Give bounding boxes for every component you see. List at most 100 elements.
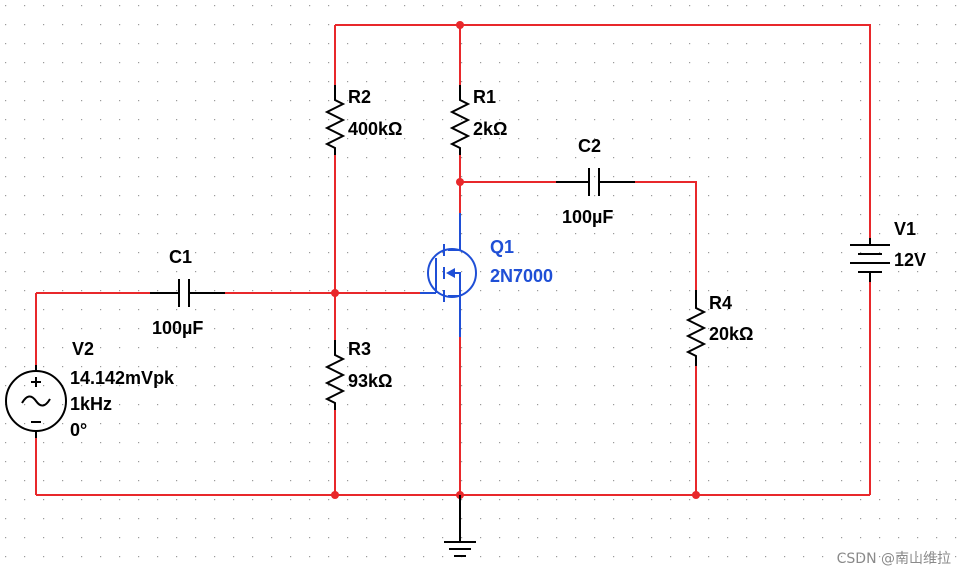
grid-dot — [898, 385, 900, 387]
grid-dot — [157, 24, 159, 26]
grid-dot — [461, 347, 463, 349]
grid-dot — [556, 290, 558, 292]
grid-dot — [727, 423, 729, 425]
grid-dot — [195, 81, 197, 83]
grid-dot — [138, 328, 140, 330]
grid-dot — [936, 195, 938, 197]
grid-dot — [746, 347, 748, 349]
battery-v1[interactable]: V1 12V — [850, 219, 926, 282]
grid-dot — [480, 62, 482, 64]
grid-dot — [499, 537, 501, 539]
grid-dot — [119, 404, 121, 406]
grid-dot — [328, 81, 330, 83]
grid-dot — [328, 138, 330, 140]
grid-dot — [100, 157, 102, 159]
grid-dot — [138, 119, 140, 121]
grid-dot — [936, 366, 938, 368]
grid-dot — [423, 252, 425, 254]
resistor-r3[interactable]: R3 93kΩ — [324, 339, 392, 410]
grid-dot — [708, 214, 710, 216]
grid-dot — [499, 423, 501, 425]
grid-dot — [233, 423, 235, 425]
grid-dot — [575, 176, 577, 178]
grid-dot — [119, 100, 121, 102]
mosfet-q1[interactable]: Q1 2N7000 — [420, 213, 553, 337]
grid-dot — [575, 5, 577, 7]
grid-dot — [670, 309, 672, 311]
grid-dot — [936, 81, 938, 83]
grid-dot — [613, 556, 615, 558]
grid-dot — [670, 290, 672, 292]
resistor-r1[interactable]: R1 2kΩ — [449, 85, 507, 155]
grid-dot — [632, 480, 634, 482]
grid-dot — [784, 43, 786, 45]
grid-dot — [442, 81, 444, 83]
grid-dot — [214, 176, 216, 178]
grid-dot — [480, 138, 482, 140]
ac-source-v2[interactable]: V2 14.142mVpk 1kHz 0° — [5, 339, 175, 440]
grid-dot — [385, 499, 387, 501]
grid-dot — [841, 214, 843, 216]
grid-dot — [138, 176, 140, 178]
grid-dot — [784, 81, 786, 83]
grid-dot — [252, 556, 254, 558]
grid-dot — [43, 62, 45, 64]
grid-dot — [100, 290, 102, 292]
grid-dot — [290, 499, 292, 501]
grid-dot — [841, 62, 843, 64]
grid-dot — [689, 100, 691, 102]
grid-dot — [214, 328, 216, 330]
ground-symbol[interactable] — [444, 495, 476, 557]
grid-dot — [100, 404, 102, 406]
grid-dot — [195, 404, 197, 406]
grid-dot — [955, 290, 957, 292]
grid-dot — [233, 366, 235, 368]
grid-dot — [214, 195, 216, 197]
grid-dot — [841, 176, 843, 178]
grid-dot — [442, 518, 444, 520]
resistor-r2[interactable]: R2 400kΩ — [324, 85, 402, 155]
capacitor-c2[interactable]: C2 100µF — [556, 136, 635, 227]
grid-dot — [176, 328, 178, 330]
grid-dot — [651, 119, 653, 121]
resistor-r4[interactable]: R4 20kΩ — [685, 290, 753, 366]
grid-dot — [613, 100, 615, 102]
grid-dot — [81, 347, 83, 349]
grid-dot — [784, 271, 786, 273]
grid-dot — [347, 100, 349, 102]
grid-dot — [594, 461, 596, 463]
grid-dot — [385, 138, 387, 140]
grid-dot — [328, 195, 330, 197]
grid-dot — [24, 347, 26, 349]
grid-dot — [43, 556, 45, 558]
grid-dot — [461, 62, 463, 64]
grid-dot — [100, 366, 102, 368]
grid-dot — [461, 461, 463, 463]
grid-dot — [746, 81, 748, 83]
grid-dot — [955, 252, 957, 254]
grid-dot — [765, 556, 767, 558]
r2-value-label: 400kΩ — [348, 119, 402, 139]
grid-dot — [366, 176, 368, 178]
grid-dot — [5, 385, 7, 387]
grid-dot — [214, 119, 216, 121]
grid-dot — [537, 537, 539, 539]
grid-dot — [822, 43, 824, 45]
grid-dot — [5, 157, 7, 159]
grid-dot — [594, 62, 596, 64]
grid-dot — [898, 100, 900, 102]
capacitor-c1[interactable]: C1 100µF — [150, 247, 225, 338]
grid-dot — [765, 537, 767, 539]
grid-dot — [5, 290, 7, 292]
grid-dot — [556, 157, 558, 159]
grid-dot — [81, 423, 83, 425]
grid-dot — [423, 366, 425, 368]
grid-dot — [670, 271, 672, 273]
grid-dot — [575, 252, 577, 254]
grid-dot — [214, 233, 216, 235]
grid-dot — [803, 499, 805, 501]
grid-dot — [100, 461, 102, 463]
grid-dot — [138, 233, 140, 235]
grid-dot — [955, 62, 957, 64]
grid-dot — [689, 442, 691, 444]
